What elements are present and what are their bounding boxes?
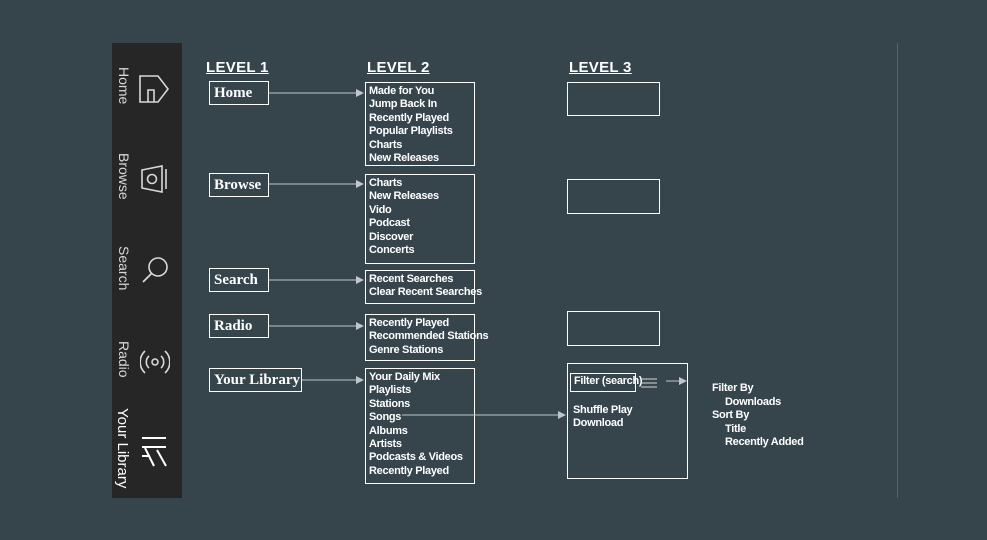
sidebar-item-home[interactable]: Home (116, 67, 132, 105)
list-item: Concerts (369, 244, 415, 257)
list-item: Recent Searches (369, 273, 454, 285)
list-item: Songs (369, 411, 402, 424)
filter-search-input[interactable]: Filter (search) (570, 373, 643, 392)
list-item: Recently Played (369, 317, 449, 329)
home-icon (138, 74, 170, 104)
list-item: Popular Playlists (369, 125, 453, 138)
list-item: Podcasts & Videos (369, 451, 463, 464)
level2-library-list: Your Daily Mix Playlists Stations Songs … (365, 368, 475, 484)
level2-radio-list: Recently Played Recommended Stations Gen… (365, 314, 489, 361)
level-2-heading: LEVEL 2 (367, 59, 430, 76)
sort-option-title[interactable]: Title (725, 423, 746, 435)
list-item: Jump Back In (369, 98, 437, 111)
filter-by-label: Filter By (712, 382, 754, 394)
list-item: Stations (369, 397, 410, 410)
list-item: Discover (369, 230, 414, 243)
sidebar-item-search[interactable]: Search (116, 246, 132, 291)
shuffle-play-action[interactable]: Shuffle Play (573, 404, 633, 416)
list-item: Vido (369, 203, 392, 216)
page-divider (897, 43, 898, 498)
level3-library-box (567, 363, 688, 479)
radio-icon (140, 346, 170, 378)
download-action[interactable]: Download (573, 417, 624, 429)
level3-browse-box (567, 179, 660, 214)
filter-option-downloads[interactable]: Downloads (725, 396, 781, 408)
list-item: Artists (369, 438, 402, 451)
level3-radio-box (567, 311, 660, 346)
list-item: Clear Recent Searches (369, 286, 482, 299)
list-item: Recently Played (369, 111, 449, 124)
browse-icon (140, 164, 170, 194)
sort-option-recently-added[interactable]: Recently Added (725, 436, 804, 448)
list-item: New Releases (369, 152, 439, 165)
sort-by-label: Sort By (712, 409, 750, 421)
search-icon (140, 254, 172, 286)
list-item: Made for You (369, 85, 435, 97)
list-item: Charts (369, 138, 403, 151)
level1-your-library: Your Library (209, 368, 302, 392)
list-item: Recommended Stations (369, 330, 489, 343)
list-item: New Releases (369, 190, 439, 203)
sidebar-rail (112, 43, 182, 498)
list-item: Playlists (369, 384, 411, 397)
list-item: Albums (369, 424, 408, 437)
sidebar-item-radio[interactable]: Radio (116, 341, 132, 378)
level-1-heading: LEVEL 1 (206, 59, 269, 76)
level-3-heading: LEVEL 3 (569, 59, 632, 76)
list-item: Recently Played (369, 464, 449, 477)
level1-radio: Radio (209, 314, 269, 338)
filter-menu-icon[interactable] (640, 376, 658, 394)
level2-search-list: Recent Searches Clear Recent Searches (365, 270, 482, 304)
level1-home: Home (209, 81, 269, 105)
level2-home-list: Made for You Jump Back In Recently Playe… (365, 82, 475, 166)
sidebar-item-your-library[interactable]: Your Library (114, 408, 131, 489)
list-item: Your Daily Mix (369, 371, 440, 383)
list-item: Charts (369, 177, 403, 189)
level2-browse-list: Charts New Releases Vido Podcast Discove… (365, 174, 475, 264)
level3-home-box (567, 82, 660, 116)
list-item: Genre Stations (369, 343, 444, 356)
list-item: Podcast (369, 217, 410, 230)
level1-search: Search (209, 268, 269, 292)
library-icon (140, 436, 170, 468)
level1-browse: Browse (209, 173, 269, 197)
sidebar-item-browse[interactable]: Browse (116, 153, 132, 200)
